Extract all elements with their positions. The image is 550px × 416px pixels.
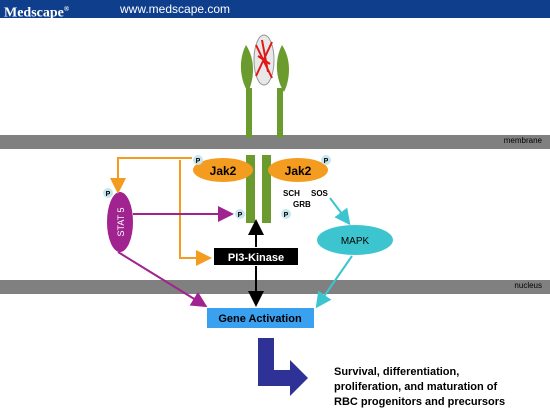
sos-to-mapk-arrow: [329, 197, 351, 226]
epo-receptor: [240, 34, 289, 223]
outcome-arrow: [258, 338, 308, 396]
jak2-left-label: Jak2: [210, 164, 237, 178]
phospho-site-4: P: [281, 209, 291, 219]
site-url[interactable]: www.medscape.com: [120, 2, 231, 16]
sch-label: SCH: [283, 189, 300, 198]
gene-activation-label: Gene Activation: [218, 313, 302, 325]
stat5-node: STAT 5: [107, 192, 133, 252]
svg-text:P: P: [196, 158, 201, 165]
mapk-node: MAPK: [317, 225, 393, 255]
outcome-line-1: Survival, differentiation,: [334, 366, 459, 378]
phospho-site-3: P: [235, 209, 245, 219]
phospho-site-1: P: [193, 155, 203, 165]
jak2-right: Jak2: [268, 158, 328, 182]
jak2-right-label: Jak2: [285, 164, 312, 178]
nucleus-label: nucleus: [514, 281, 542, 290]
medscape-logo[interactable]: Medscape®: [4, 5, 70, 21]
pi3k-label: PI3-Kinase: [228, 252, 284, 264]
site-header: Medscape® www.medscape.com: [0, 0, 550, 21]
nucleus-band: nucleus: [0, 280, 550, 294]
svg-text:P: P: [324, 158, 329, 165]
svg-text:P: P: [106, 191, 111, 198]
outcome-line-3: RBC progenitors and precursors: [334, 396, 505, 408]
grb-label: GRB: [293, 200, 311, 209]
jak2-to-stat5-arrow: [110, 157, 192, 194]
stat5-to-gene-arrow: [117, 251, 208, 308]
mapk-label: MAPK: [341, 236, 370, 247]
receptor-transmembrane-left: [246, 155, 255, 223]
phospho-site-2: P: [321, 155, 331, 165]
membrane-label: membrane: [503, 136, 542, 145]
jak2-to-pi3k-arrow: [179, 160, 212, 266]
svg-text:P: P: [284, 212, 289, 219]
stat5-label: STAT 5: [116, 207, 126, 236]
svg-text:P: P: [238, 212, 243, 219]
outcome-line-2: proliferation, and maturation of: [334, 381, 498, 393]
receptor-transmembrane-right: [262, 155, 271, 223]
jak2-left: Jak2: [193, 158, 253, 182]
pi3k-node: PI3-Kinase: [214, 248, 298, 265]
gene-activation-node: Gene Activation: [207, 308, 314, 328]
membrane-band: membrane: [0, 135, 550, 149]
sos-label: SOS: [311, 189, 329, 198]
phospho-site-stat5: P: [103, 188, 113, 198]
mapk-to-gene-arrow: [315, 255, 353, 309]
